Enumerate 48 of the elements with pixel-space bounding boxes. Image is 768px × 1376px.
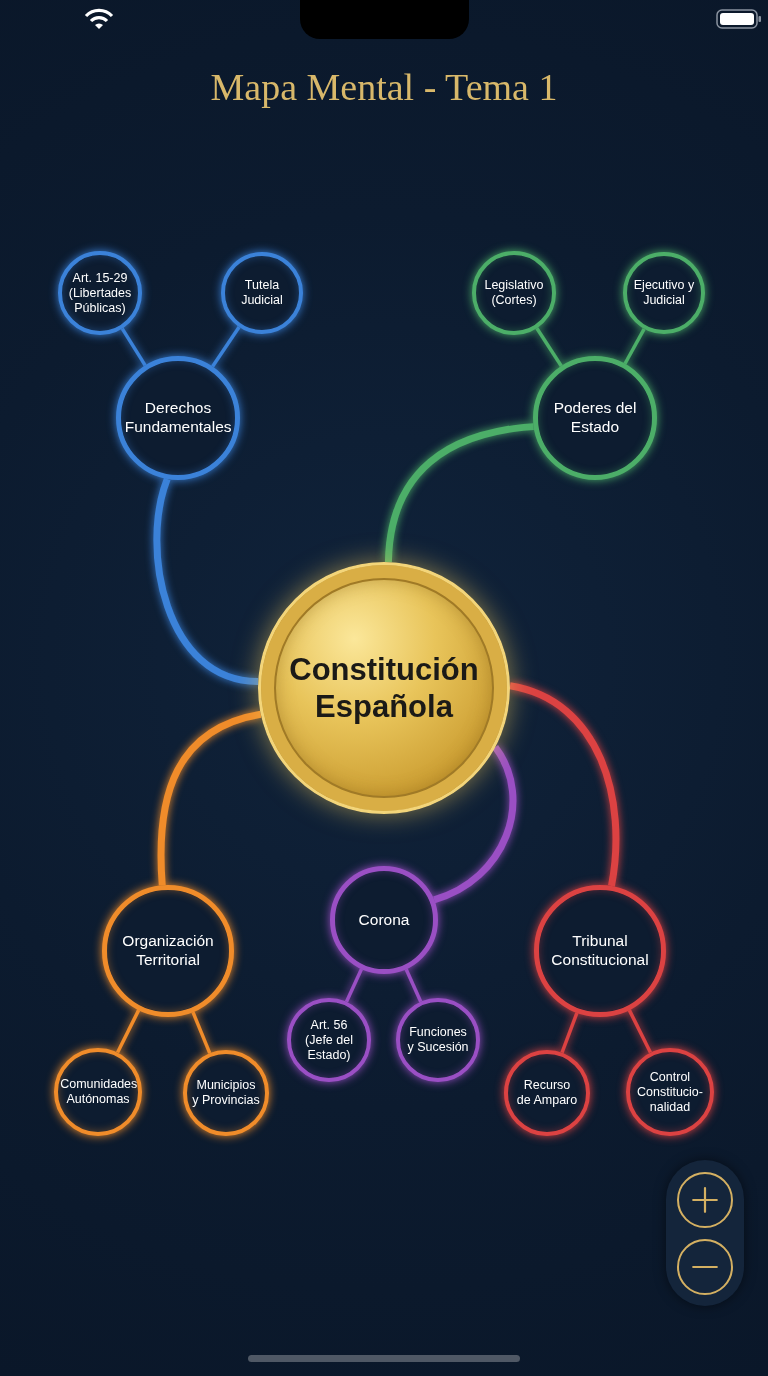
topic-circle	[533, 356, 657, 480]
node-label: Art. 15-29 (Libertades Públicas)	[67, 270, 133, 316]
subtopic-circle	[472, 251, 556, 335]
branch-line	[384, 423, 534, 563]
subtopic-circle	[221, 252, 303, 334]
branch-line	[509, 682, 620, 887]
connector-line	[211, 326, 241, 368]
topic-circle	[330, 866, 438, 974]
subtopic-circle	[54, 1048, 142, 1136]
node-label: Legislativo (Cortes)	[483, 278, 545, 308]
branch-line	[432, 745, 517, 904]
subtopic-circle	[287, 998, 371, 1082]
connector-line	[191, 1011, 212, 1054]
connector-line	[116, 1009, 141, 1054]
central-topic-circle	[258, 562, 510, 814]
node-label: Control Constitucio- nalidad	[636, 1069, 704, 1115]
connector-line	[560, 1012, 579, 1054]
node-label: Art. 56 (Jefe del Estado)	[304, 1017, 354, 1063]
central-topic-label: Constitución Española	[288, 650, 480, 726]
connector-line	[623, 328, 646, 365]
subtopic-circle	[626, 1048, 714, 1136]
subtopic-circle	[396, 998, 480, 1082]
subtopic-circle	[623, 252, 705, 334]
connector-line	[344, 968, 364, 1003]
connector-line	[404, 968, 423, 1003]
subtopic-circle	[58, 251, 142, 335]
subtopic-circle	[504, 1050, 590, 1136]
branch-line	[157, 710, 262, 886]
node-label: Tutela Judicial	[240, 278, 284, 308]
connector-line	[627, 1009, 652, 1054]
node-label: Ejecutivo y Judicial	[632, 278, 696, 308]
node-label: Derechos Fundamentales	[124, 399, 232, 437]
connector-line	[535, 327, 563, 367]
topic-circle	[534, 885, 666, 1017]
topic-circle	[116, 356, 240, 480]
node-label: Corona	[357, 910, 411, 930]
node-label: Poderes del Estado	[552, 399, 638, 437]
node-label: Recurso de Amparo	[516, 1078, 578, 1108]
topic-circle	[102, 885, 234, 1017]
page-title: Mapa Mental - Tema 1	[210, 65, 558, 110]
node-label: Municipios y Provincias	[192, 1078, 260, 1108]
node-label: Comunidades Autónomas	[60, 1077, 136, 1107]
node-label: Tribunal Constitucional	[550, 932, 650, 970]
connector-line	[120, 327, 147, 367]
branch-line	[153, 478, 259, 685]
node-label: Funciones y Sucesión	[406, 1025, 470, 1055]
subtopic-circle	[183, 1050, 269, 1136]
node-label: Organización Territorial	[121, 932, 215, 970]
